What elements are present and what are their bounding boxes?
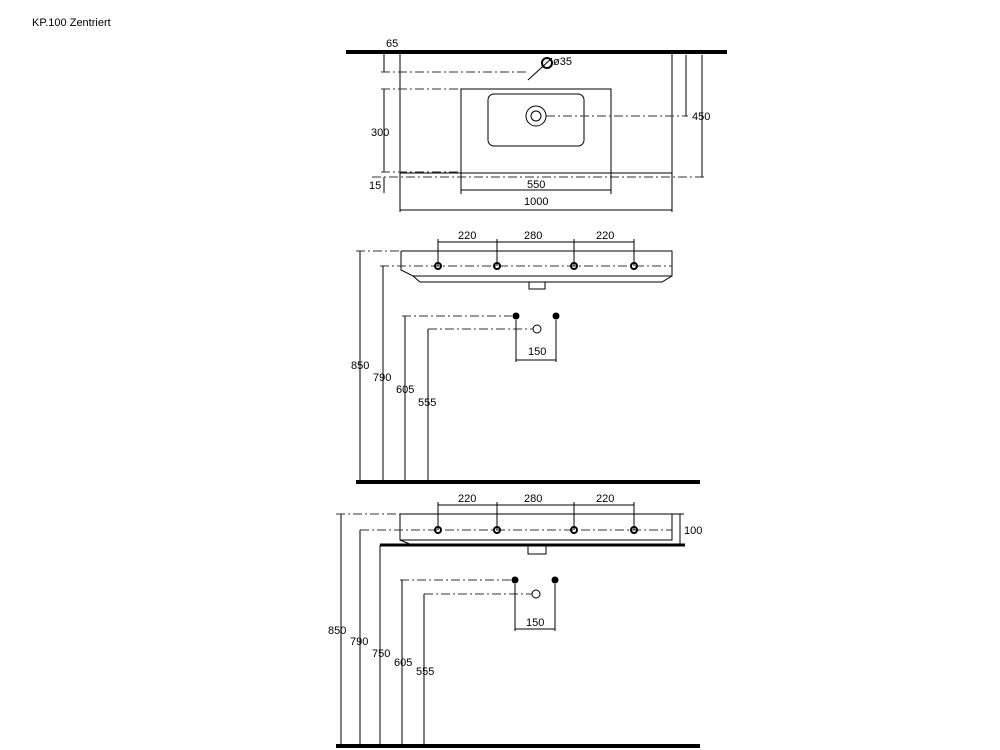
drain-outer bbox=[525, 105, 547, 127]
fixing-hole bbox=[630, 526, 638, 534]
fixing-hole bbox=[434, 262, 442, 270]
bowl-outer bbox=[460, 88, 612, 174]
dim-label-1000: 1000 bbox=[524, 196, 548, 208]
supply-right bbox=[552, 312, 560, 320]
dim-label-790: 790 bbox=[373, 372, 391, 384]
bowl-inner bbox=[487, 93, 585, 147]
page-title: KP.100 Zentriert bbox=[32, 17, 111, 29]
dim-label-220b: 220 bbox=[596, 493, 614, 505]
dim-label-220a: 220 bbox=[458, 493, 476, 505]
dim-label-65: 65 bbox=[386, 38, 398, 50]
basin-profile bbox=[400, 250, 673, 277]
front-view-1: 220 280 220 150 850 790 605 555 bbox=[351, 230, 700, 484]
waste-outlet bbox=[532, 324, 542, 334]
basin-chamfer bbox=[399, 539, 413, 546]
dim-label-220a: 220 bbox=[458, 230, 476, 242]
dim-label-450: 450 bbox=[692, 111, 710, 123]
dim-label-35: ø35 bbox=[553, 56, 572, 68]
supply-right bbox=[551, 576, 559, 584]
fixing-hole bbox=[434, 526, 442, 534]
dim-label-555: 555 bbox=[418, 397, 436, 409]
fixing-hole bbox=[570, 262, 578, 270]
dim-label-300: 300 bbox=[371, 127, 389, 139]
drain-inner bbox=[530, 110, 542, 122]
waste-outlet bbox=[531, 589, 541, 599]
fixing-hole bbox=[630, 262, 638, 270]
tap-leader bbox=[527, 57, 553, 81]
dim-label-100: 100 bbox=[684, 525, 702, 537]
top-view: 65 ø35 300 450 15 550 1000 bbox=[346, 38, 727, 212]
fixing-hole bbox=[570, 526, 578, 534]
dim-label-280: 280 bbox=[524, 493, 542, 505]
dim-label-150: 150 bbox=[526, 617, 544, 629]
dim-label-850: 850 bbox=[351, 360, 369, 372]
dim-label-280: 280 bbox=[524, 230, 542, 242]
supply-left bbox=[512, 312, 520, 320]
dim-label-555: 555 bbox=[416, 666, 434, 678]
basin-profile bbox=[399, 513, 673, 541]
dim-label-750: 750 bbox=[372, 648, 390, 660]
dim-label-150: 150 bbox=[528, 346, 546, 358]
front-view-2: 220 280 220 100 150 850 790 bbox=[328, 493, 702, 748]
dim-label-605: 605 bbox=[396, 384, 414, 396]
dim-label-550: 550 bbox=[527, 179, 545, 191]
dim-label-15: 15 bbox=[369, 180, 381, 192]
dim-label-790: 790 bbox=[350, 636, 368, 648]
dim-label-605: 605 bbox=[394, 657, 412, 669]
basin-underside bbox=[412, 275, 673, 283]
fixing-hole bbox=[493, 526, 501, 534]
dim-label-220b: 220 bbox=[596, 230, 614, 242]
tap-hole bbox=[541, 57, 553, 69]
drain-outlet bbox=[528, 281, 546, 290]
dim-label-850: 850 bbox=[328, 625, 346, 637]
fixing-hole bbox=[493, 262, 501, 270]
countertop-outline bbox=[399, 52, 673, 174]
supply-left bbox=[511, 576, 519, 584]
drain-outlet bbox=[527, 545, 547, 555]
